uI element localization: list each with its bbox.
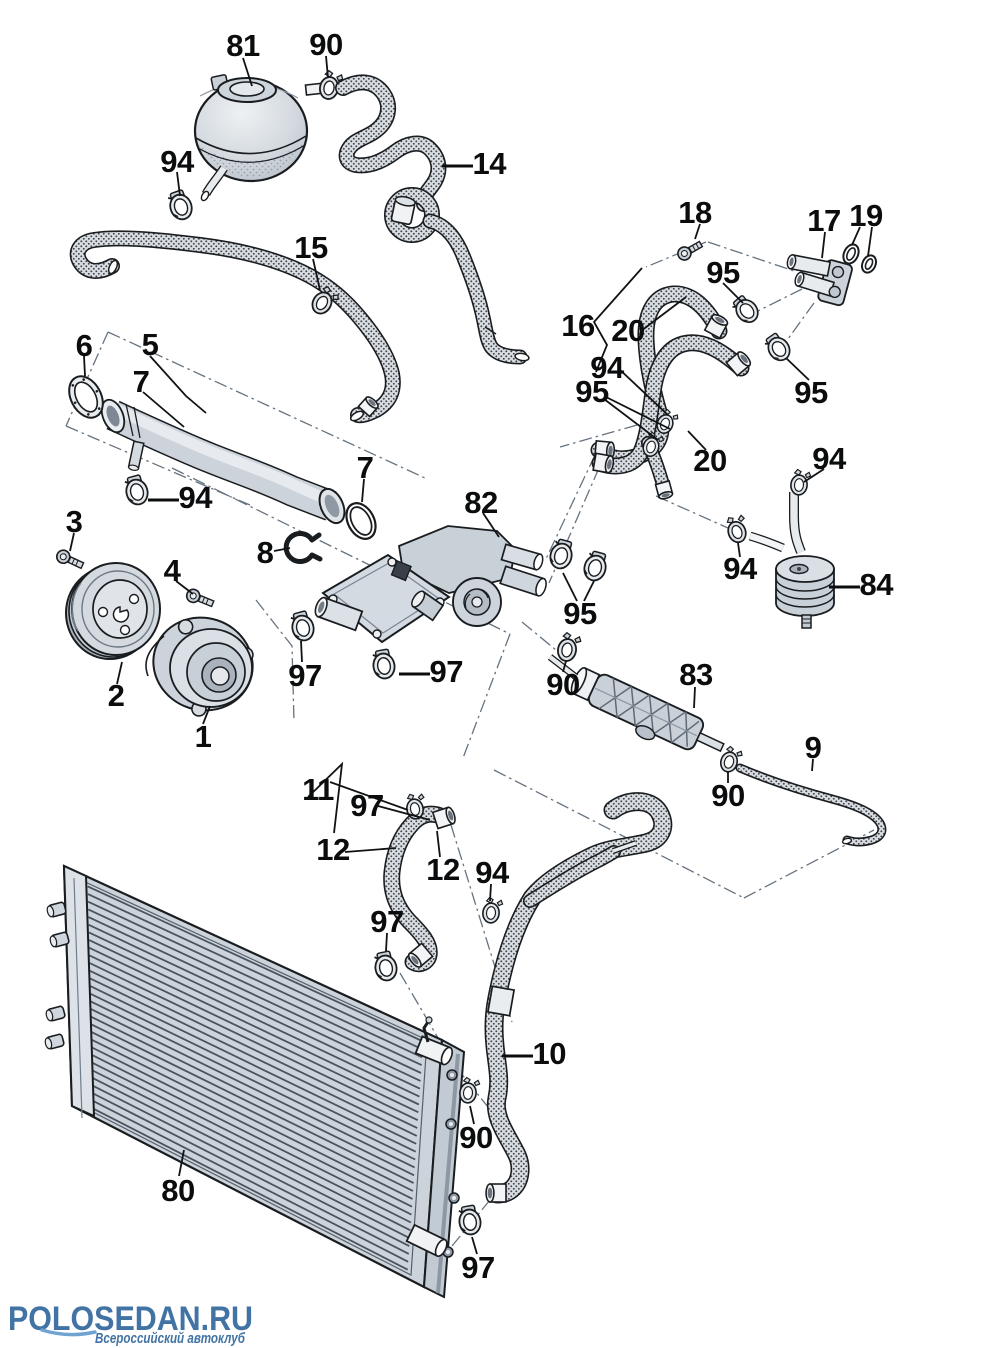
svg-text:8: 8	[257, 535, 274, 570]
svg-text:94: 94	[160, 144, 195, 179]
svg-text:94: 94	[590, 350, 625, 385]
svg-text:97: 97	[370, 904, 403, 939]
svg-text:4: 4	[164, 553, 182, 588]
svg-text:95: 95	[706, 255, 740, 290]
svg-text:17: 17	[807, 203, 840, 238]
svg-text:90: 90	[711, 778, 744, 813]
svg-text:—97: —97	[399, 654, 463, 689]
svg-text:Всероссийский автоклуб: Всероссийский автоклуб	[95, 1330, 246, 1347]
svg-text:1: 1	[195, 719, 212, 754]
svg-text:—94: —94	[148, 480, 213, 515]
svg-text:94: 94	[723, 551, 758, 586]
svg-text:18: 18	[678, 195, 712, 230]
svg-text:90: 90	[546, 667, 579, 702]
svg-text:94: 94	[475, 855, 510, 890]
svg-text:81: 81	[226, 28, 260, 63]
svg-text:95: 95	[794, 375, 828, 410]
svg-text:97: 97	[461, 1250, 494, 1285]
svg-text:6: 6	[76, 328, 93, 363]
svg-text:9: 9	[805, 730, 822, 765]
svg-text:—84: —84	[829, 567, 894, 602]
svg-text:12: 12	[426, 852, 459, 887]
svg-text:97: 97	[350, 788, 383, 823]
svg-text:11: 11	[302, 772, 334, 807]
svg-text:95: 95	[563, 596, 597, 631]
svg-text:7: 7	[357, 450, 374, 485]
svg-text:82: 82	[464, 485, 497, 520]
svg-text:94: 94	[812, 441, 847, 476]
svg-text:20: 20	[693, 443, 726, 478]
svg-text:15: 15	[294, 230, 328, 265]
svg-text:—14: —14	[442, 146, 507, 181]
svg-text:90: 90	[309, 27, 342, 62]
svg-text:5: 5	[142, 327, 159, 362]
svg-text:12: 12	[316, 832, 349, 867]
svg-text:83: 83	[679, 657, 713, 692]
svg-text:90: 90	[459, 1120, 492, 1155]
svg-text:20: 20	[611, 313, 644, 348]
svg-text:95: 95	[575, 374, 609, 409]
svg-text:7: 7	[133, 364, 150, 399]
svg-text:3: 3	[66, 504, 83, 539]
svg-text:97: 97	[288, 658, 321, 693]
svg-text:2: 2	[108, 678, 125, 713]
svg-text:80: 80	[161, 1173, 194, 1208]
svg-text:19: 19	[849, 198, 883, 233]
svg-text:16: 16	[561, 308, 595, 343]
svg-text:—10: —10	[502, 1036, 566, 1071]
